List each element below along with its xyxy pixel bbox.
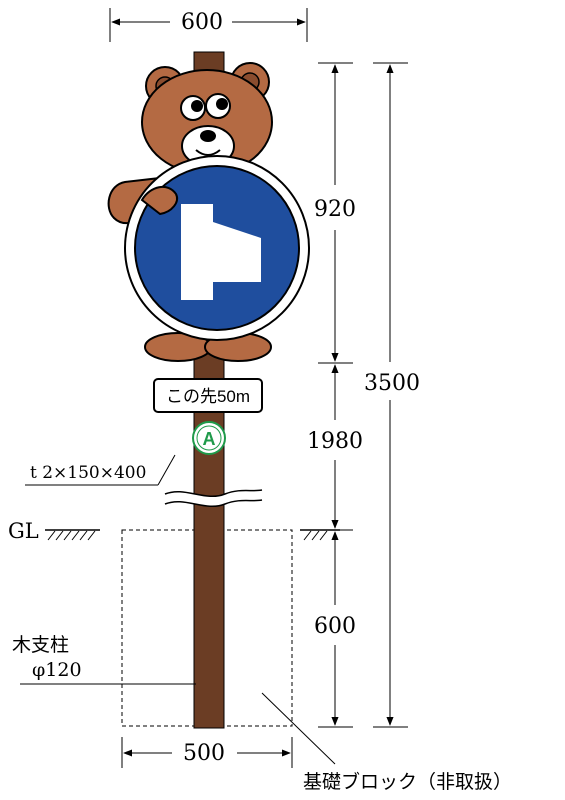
dim-top-width-label: 600	[181, 10, 223, 35]
round-direction-sign	[124, 155, 310, 341]
distance-plate-text: この先50m	[166, 387, 250, 406]
bear-nose	[200, 130, 216, 142]
plate-spec-label: t 2×150×400	[30, 463, 146, 483]
ground-line: GL	[8, 519, 340, 543]
support-annotation: 木支柱 φ120	[12, 634, 196, 685]
dim-sign-height-label: 920	[314, 197, 356, 222]
direction-arrow-icon	[181, 204, 261, 300]
green-emblem: A	[192, 421, 226, 455]
dim-pole-height-label: 1980	[307, 429, 363, 454]
dim-top-width: 600	[109, 8, 308, 42]
dim-right-guides	[318, 62, 408, 728]
plate-spec-annotation: t 2×150×400	[25, 454, 176, 486]
emblem-letter: A	[203, 429, 216, 449]
dim-pole-height: 1980	[307, 364, 363, 529]
dim-total-height-label: 3500	[364, 371, 420, 396]
distance-plate: この先50m	[153, 378, 263, 413]
dim-foundation-depth-label: 600	[314, 614, 356, 639]
ground-line-label: GL	[8, 519, 39, 543]
dim-foundation-width: 500	[121, 737, 293, 768]
dim-foundation-width-label: 500	[183, 741, 225, 766]
dim-sign-height: 920	[314, 64, 356, 362]
foundation-label: 基礎ブロック（非取扱）	[303, 770, 512, 793]
pole-break-mark	[164, 489, 263, 508]
support-label-line1: 木支柱	[12, 634, 69, 656]
dim-total-height: 3500	[364, 64, 420, 726]
foundation-annotation: 基礎ブロック（非取扱）	[261, 692, 512, 793]
support-label-line2: φ120	[32, 659, 82, 681]
dim-foundation-depth: 600	[314, 531, 356, 726]
